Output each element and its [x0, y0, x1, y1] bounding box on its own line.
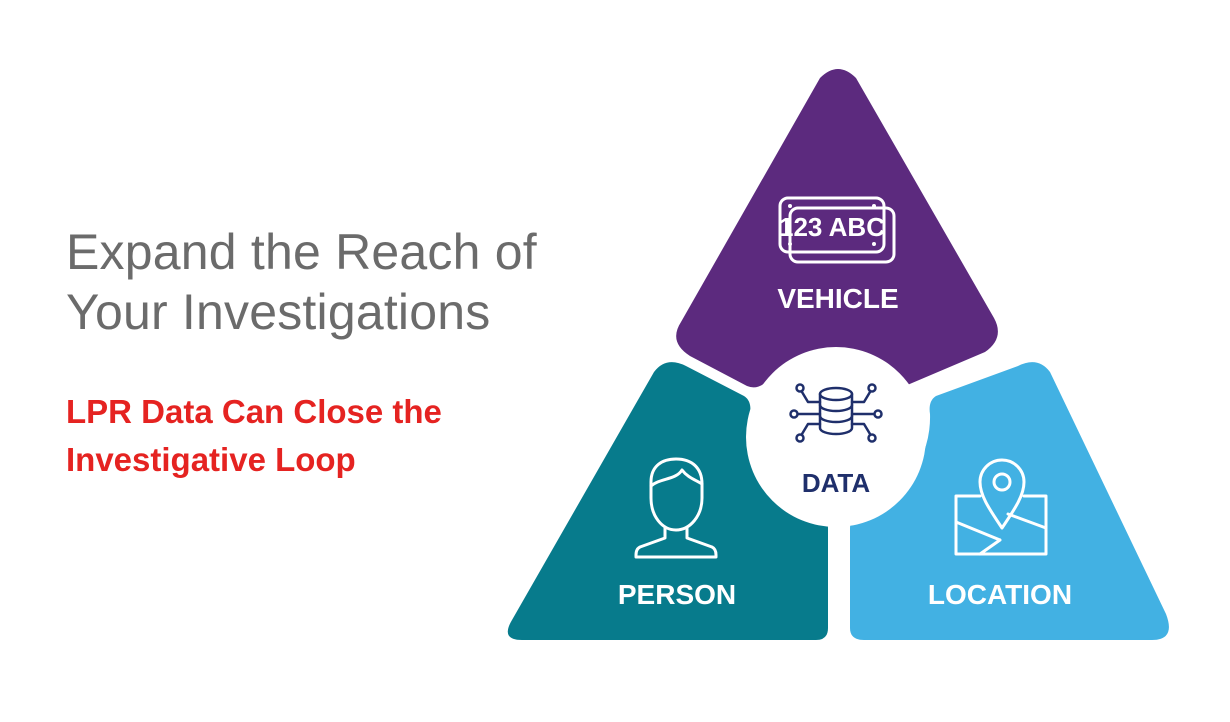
headline: Expand the Reach of Your Investigations [66, 222, 666, 342]
license-plate-text: 123 ABC [779, 212, 885, 242]
data-circle [746, 347, 926, 527]
location-segment: LOCATION [850, 362, 1169, 640]
subheadline-line-2: Investigative Loop [66, 441, 356, 478]
headline-line-2: Your Investigations [66, 284, 491, 340]
person-icon [634, 457, 718, 559]
data-hub: DATA [746, 347, 926, 527]
vehicle-segment: 123 ABC VEHICLE [676, 69, 998, 388]
map-pin-icon [954, 458, 1048, 556]
location-triangle [850, 362, 1169, 640]
person-label: PERSON [618, 579, 736, 610]
vehicle-triangle [676, 69, 998, 388]
database-icon [789, 383, 883, 443]
location-label: LOCATION [928, 579, 1072, 610]
data-label: DATA [802, 468, 871, 498]
subheadline-line-1: LPR Data Can Close the [66, 393, 442, 430]
vehicle-label: VEHICLE [777, 283, 898, 314]
headline-line-1: Expand the Reach of [66, 224, 537, 280]
license-plate-icon [778, 196, 896, 264]
subheadline: LPR Data Can Close the Investigative Loo… [66, 388, 606, 484]
